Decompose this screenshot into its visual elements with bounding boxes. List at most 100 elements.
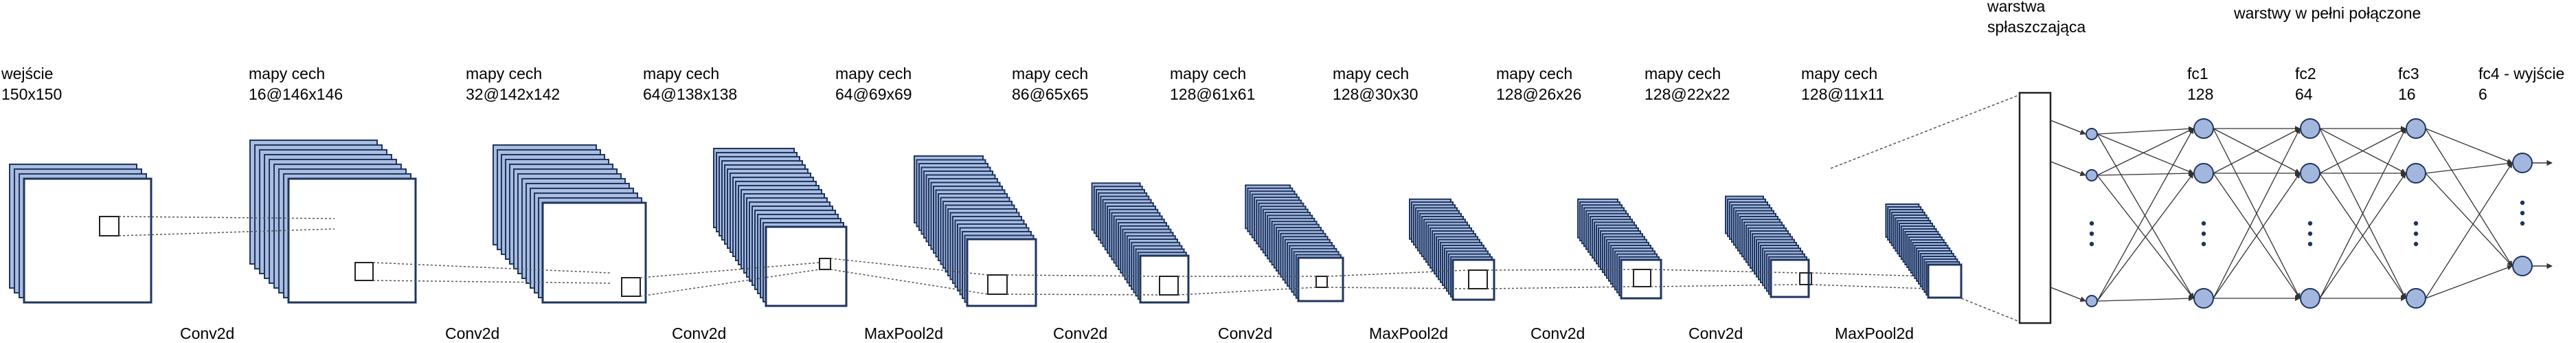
layer-dims: 150x150 (1, 85, 63, 103)
fc-node (2406, 288, 2426, 309)
fc-connection (2425, 128, 2513, 267)
ellipsis-dot (2413, 241, 2419, 247)
operation-label: Conv2d (1053, 324, 1108, 342)
fc-connection (2425, 160, 2513, 174)
link-line (1650, 284, 1800, 287)
link-line (1650, 269, 1800, 274)
fc-node (2512, 153, 2533, 173)
layer-dims: 128@26x26 (1496, 85, 1582, 103)
input-arrow (2050, 287, 2086, 302)
fc-node (2086, 295, 2098, 307)
layer-label-7: mapy cech 128@30x30 (1333, 63, 1418, 104)
fully-connected-layers (2050, 118, 2553, 309)
layer-label-4: mapy cech 64@69x69 (835, 63, 912, 104)
kernel-window (99, 216, 120, 236)
fc-group-label: warstwy w pełni połączone (2234, 4, 2421, 22)
layer-label-9: mapy cech 128@22x22 (1645, 63, 1730, 104)
feature-map-front (1927, 263, 1963, 299)
link-line (640, 262, 820, 278)
fc-connection (2097, 133, 2194, 174)
layer-title: mapy cech (466, 65, 543, 82)
fc-node (2086, 169, 2098, 181)
flatten-layer-label: warstwa spłaszczająca (1987, 0, 2086, 37)
ellipsis-dot (2307, 221, 2313, 226)
link-line (830, 269, 988, 295)
layer-title: mapy cech (1170, 65, 1247, 82)
operation-label: Conv2d (1530, 324, 1585, 342)
fc-name: fc3 (2398, 65, 2419, 82)
operation-label: Conv2d (445, 324, 500, 342)
fc-connection (2213, 173, 2301, 299)
operation-label: Conv2d (180, 324, 235, 342)
fc-connection (2425, 173, 2513, 267)
operation-label: Conv2d (672, 324, 727, 342)
fc-connection (2213, 128, 2301, 299)
layer-title: mapy cech (249, 65, 326, 82)
layer-title: mapy cech (1645, 65, 1721, 82)
layer-label-2: mapy cech 32@142x142 (466, 63, 560, 104)
link-line (118, 228, 335, 236)
feature-map-front (765, 225, 848, 307)
layer-dims: 86@65x65 (1012, 85, 1089, 103)
feature-map-front (287, 177, 417, 304)
fc-node (2406, 118, 2426, 139)
fc-connection (2213, 128, 2301, 174)
fc-connection (2097, 128, 2194, 302)
feature-map-stack-2 (493, 144, 647, 304)
fc-node (2193, 118, 2214, 139)
link-line (1487, 269, 1634, 271)
feature-map-front (23, 177, 152, 304)
feature-map-front (1620, 258, 1662, 300)
feature-map-stack-6 (1245, 184, 1344, 302)
link-line (1326, 269, 1469, 277)
flatten-bar (2018, 91, 2052, 324)
layer-label-5: mapy cech 86@65x65 (1012, 63, 1089, 104)
layer-dims: 64@138x138 (643, 85, 738, 103)
feature-map-front (1770, 258, 1810, 298)
feature-map-stacks (9, 140, 1963, 307)
fc-node (2406, 163, 2426, 184)
ellipsis-dot (2520, 221, 2525, 226)
layer-title: mapy cech (1801, 65, 1878, 82)
kernel-window (1315, 276, 1328, 288)
kernel-window (1799, 272, 1812, 285)
layer-title: mapy cech (1496, 65, 1573, 82)
receptive-field-links (118, 216, 1929, 297)
fc-connection (2097, 128, 2194, 176)
layer-label-3: mapy cech 64@138x138 (643, 63, 737, 104)
fc-size: 128 (2187, 85, 2214, 103)
layer-dims: 128@30x30 (1333, 85, 1419, 103)
flatten-label-line1: warstwa (1987, 0, 2046, 15)
ellipsis-dot (2307, 231, 2313, 236)
fc-connection (2319, 128, 2406, 174)
kernel-window (621, 277, 641, 297)
fc-connection (2097, 296, 2194, 302)
flatten-dashed-line (1961, 298, 2020, 322)
layer-title: mapy cech (1012, 65, 1089, 82)
link-line (1006, 274, 1160, 277)
fc-size: 6 (2478, 85, 2487, 103)
feature-map-front (541, 201, 647, 304)
layer-label-8: mapy cech 128@26x26 (1496, 63, 1581, 104)
fc-connection (2425, 265, 2513, 299)
kernel-window (1633, 269, 1651, 287)
flatten-dashed-line (1830, 94, 2020, 169)
layer-title: mapy cech (1333, 65, 1410, 82)
kernel-window (819, 258, 831, 270)
link-line (1811, 284, 1929, 289)
ellipsis-dot (2520, 200, 2525, 206)
link-line (118, 216, 335, 219)
link-line (1006, 294, 1160, 296)
layer-dims: 128@22x22 (1645, 85, 1730, 103)
feature-map-front (966, 238, 1037, 307)
fc-name: fc1 (2187, 65, 2208, 82)
fc-connection (2425, 128, 2513, 164)
fc-connection (2097, 126, 2194, 135)
ellipsis-dot (2520, 210, 2525, 216)
layer-dims: 16@146x146 (249, 85, 343, 103)
layer-dims: 64@69x69 (835, 85, 912, 103)
fc-size: 64 (2295, 85, 2313, 103)
fc-node (2193, 163, 2214, 184)
fc-connection (2319, 173, 2406, 299)
flatten-label-line2: spłaszczająca (1987, 18, 2086, 36)
